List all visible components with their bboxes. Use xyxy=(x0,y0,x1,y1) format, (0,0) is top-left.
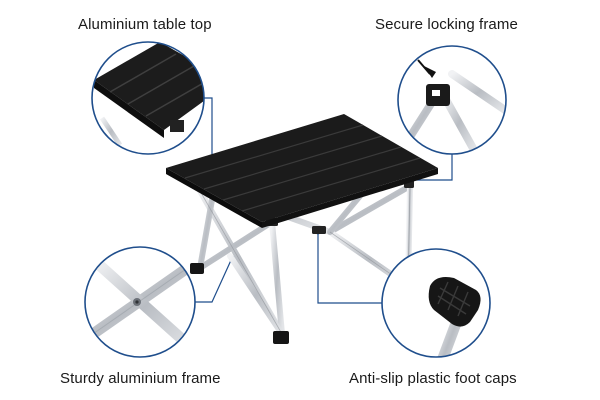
callout-table-top-detail xyxy=(91,41,205,155)
callout-label-aluminium-frame: Sturdy aluminium frame xyxy=(60,370,221,387)
table-top xyxy=(166,114,438,228)
callout-leader-lines xyxy=(195,97,453,304)
callout-frame-detail xyxy=(84,246,196,358)
callout-locking-frame-detail xyxy=(397,45,507,155)
callout-foot-cap-detail xyxy=(381,248,491,358)
callout-label-locking-frame: Secure locking frame xyxy=(375,16,518,33)
callout-label-table-top: Aluminium table top xyxy=(78,16,212,33)
callout-label-foot-caps: Anti-slip plastic foot caps xyxy=(349,370,517,387)
